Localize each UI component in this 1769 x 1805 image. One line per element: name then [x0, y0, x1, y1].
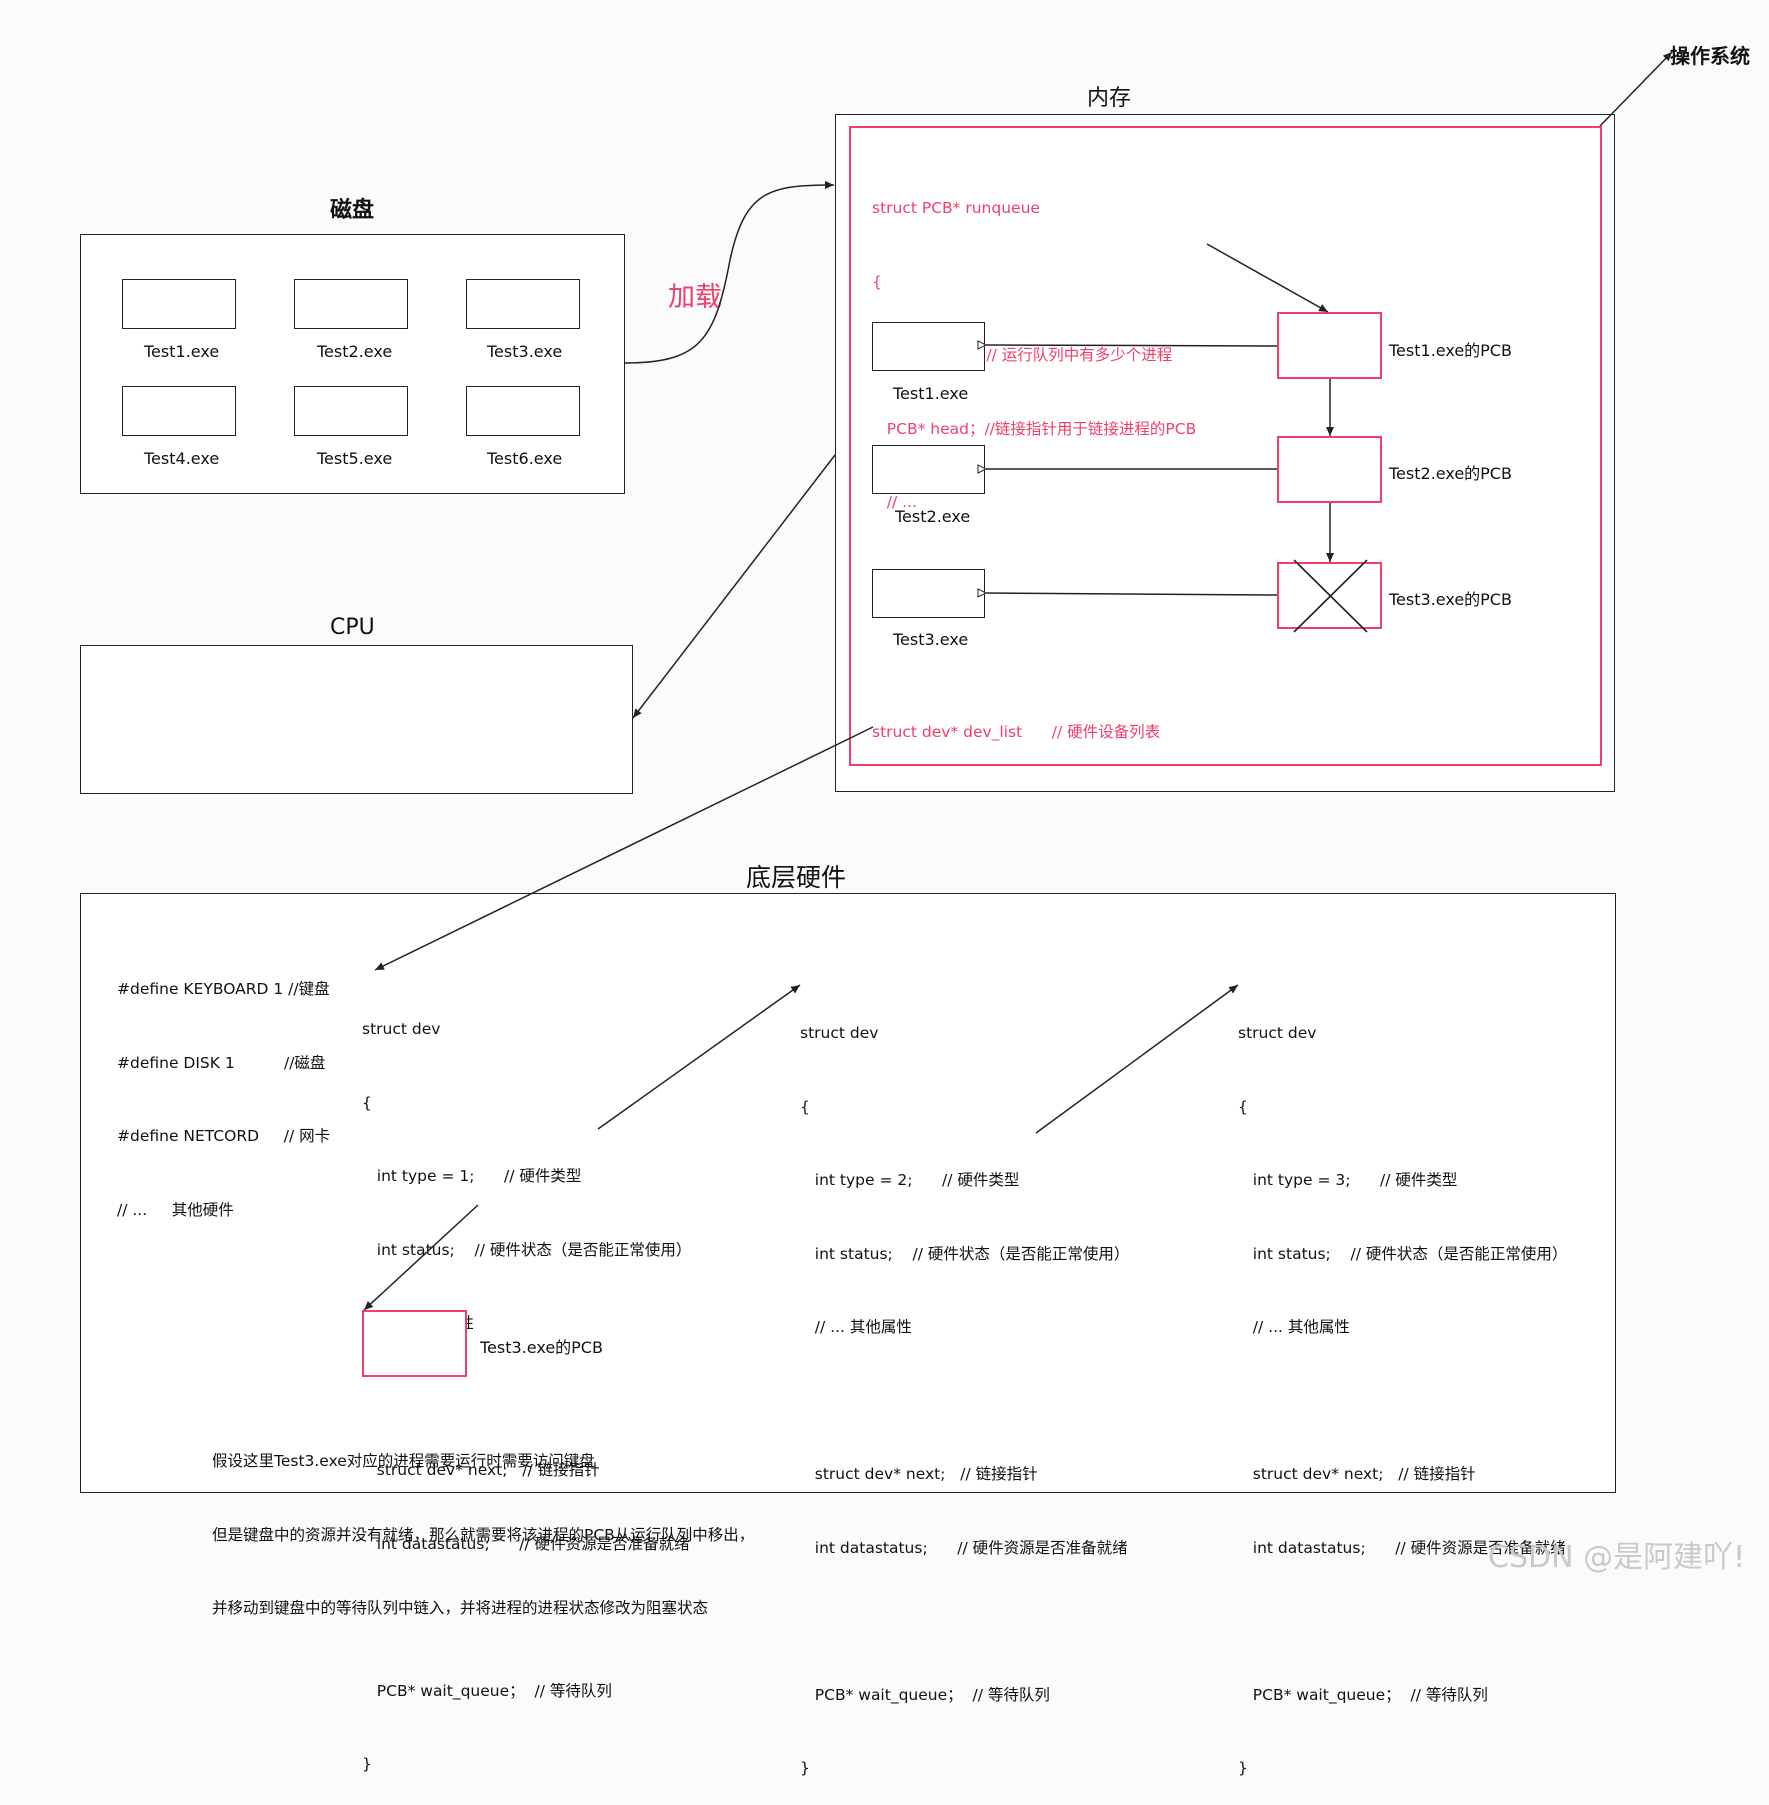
pcb-label-3: Test3.exe的PCB: [1389, 590, 1512, 609]
dev-line: int type = 1; // 硬件类型: [362, 1167, 582, 1185]
dev-line: PCB* wait_queue； // 等待队列: [800, 1685, 1050, 1704]
dev-line: {: [362, 1093, 372, 1112]
runqueue-line: // ...: [872, 493, 917, 511]
hardware-title: 底层硬件: [746, 863, 847, 892]
wait-pcb-label: Test3.exe的PCB: [480, 1338, 603, 1357]
runqueue-line: {: [872, 272, 882, 291]
dev-line: [800, 1609, 1129, 1634]
memory-to-cpu-arrow: [632, 454, 836, 719]
disk-file-label-3: Test3.exe: [487, 342, 563, 361]
runqueue-line: struct PCB* runqueue: [872, 199, 1040, 217]
disk-file-box-6: [466, 386, 580, 436]
memory-exe-label-1: Test1.exe: [893, 384, 969, 403]
dev-line: // ... 其他属性: [800, 1318, 912, 1336]
dev-line: struct dev: [800, 1024, 879, 1042]
disk-file-box-4: [122, 386, 236, 436]
pcb1-to-exe1-arrow: [986, 345, 1278, 346]
define-line: #define DISK 1 //磁盘: [117, 1053, 326, 1072]
load-label: 加载: [668, 282, 722, 313]
dev-line: {: [1238, 1097, 1248, 1116]
dev-line: {: [800, 1097, 810, 1116]
watermark: CSDN @是阿建吖!: [1488, 1540, 1746, 1575]
runqueue-line: PCB* head；//链接指针用于链接进程的PCB: [872, 419, 1197, 438]
defines-code: #define KEYBOARD 1 //键盘 #define DISK 1 /…: [117, 928, 330, 1247]
cpu-title: CPU: [330, 615, 375, 640]
connectors: [363, 51, 1673, 1311]
disk-file-box-2: [294, 279, 408, 329]
dev-line: }: [800, 1759, 810, 1777]
os-label: 操作系统: [1670, 44, 1750, 68]
dev2-to-dev3-arrow: [1035, 984, 1239, 1134]
define-line: // ... 其他硬件: [117, 1200, 234, 1219]
memory-exe-box-3: [872, 569, 985, 618]
dev-line: int datastatus; // 硬件资源是否准备就绪: [1238, 1538, 1566, 1557]
disk-file-label-4: Test4.exe: [144, 449, 220, 468]
dev-line: struct dev* next; // 链接指针: [1238, 1465, 1476, 1483]
define-line: #define KEYBOARD 1 //键盘: [117, 980, 330, 998]
waitqueue-to-pcb-arrow: [363, 1204, 479, 1311]
dev-line: struct dev: [1238, 1024, 1317, 1042]
dev-line: int status; // 硬件状态（是否能正常使用）: [800, 1244, 1130, 1263]
note-line: 但是键盘中的资源并没有就绪，那么就需要将该进程的PCB从运行队列中移出，: [212, 1525, 755, 1544]
dev-line: PCB* wait_queue； // 等待队列: [1238, 1685, 1488, 1704]
pcb-box-2: [1277, 436, 1382, 503]
dev-struct-2: struct dev { int type = 2; // 硬件类型 int s…: [800, 972, 1129, 1805]
runqueue-code: struct PCB* runqueue { int num; // 运行队列中…: [872, 147, 1196, 613]
dev-line: int status; // 硬件状态（是否能正常使用）: [1238, 1244, 1568, 1263]
dev-line: struct dev: [362, 1020, 441, 1038]
dev-line: // ... 其他属性: [1238, 1318, 1350, 1336]
define-line: #define NETCORD // 网卡: [117, 1127, 331, 1145]
disk-file-box-3: [466, 279, 580, 329]
disk-title: 磁盘: [330, 198, 375, 223]
dev-line: int type = 2; // 硬件类型: [800, 1171, 1020, 1189]
disk-file-label-2: Test2.exe: [317, 342, 393, 361]
memory-title: 内存: [1087, 86, 1132, 111]
dev-line: int datastatus; // 硬件资源是否准备就绪: [362, 1534, 690, 1553]
dev-line: int type = 3; // 硬件类型: [1238, 1171, 1458, 1189]
dev-line: int status; // 硬件状态（是否能正常使用）: [362, 1240, 692, 1259]
cpu-box: [80, 645, 633, 794]
dev-line: struct dev* next; // 链接指针: [362, 1461, 600, 1479]
disk-file-box-1: [122, 279, 236, 329]
dev-line: }: [362, 1755, 372, 1773]
memory-exe-box-1: [872, 322, 985, 371]
load-arrow: [624, 181, 835, 364]
dev-line: int datastatus; // 硬件资源是否准备就绪: [800, 1538, 1128, 1557]
hardware-box: [80, 893, 1616, 1493]
dev-line: struct dev* next; // 链接指针: [800, 1465, 1038, 1483]
dev-line: [1238, 1609, 1567, 1634]
head-to-pcb1-arrow: [1206, 243, 1329, 313]
pcb3-cross-line: [1293, 559, 1368, 633]
dev-line: PCB* wait_queue； // 等待队列: [362, 1681, 612, 1700]
pcb-label-2: Test2.exe的PCB: [1389, 464, 1512, 483]
memory-exe-box-2: [872, 445, 985, 494]
os-box: [849, 126, 1602, 766]
disk-file-label-1: Test1.exe: [144, 342, 220, 361]
wait-pcb-box: [362, 1310, 467, 1377]
pcb-box-1: [1277, 312, 1382, 379]
memory-exe-label-2: Test2.exe: [895, 507, 971, 526]
dev-line: }: [1238, 1759, 1248, 1777]
dev-list-code: struct dev* dev_list // 硬件设备列表: [872, 723, 1161, 741]
note-line: 并移动到键盘中的等待队列中链入，并将进程的进程状态修改为阻塞状态: [212, 1599, 709, 1617]
pcb-label-1: Test1.exe的PCB: [1389, 341, 1512, 360]
memory-exe-label-3: Test3.exe: [893, 630, 969, 649]
os-pointer-arrow: [1599, 51, 1673, 127]
disk-box: [80, 234, 625, 494]
disk-file-box-5: [294, 386, 408, 436]
disk-file-label-5: Test5.exe: [317, 449, 393, 468]
dev1-to-dev2-arrow: [597, 984, 801, 1130]
note-line: 假设这里Test3.exe对应的进程需要运行时需要访问键盘: [212, 1452, 595, 1470]
pcb3-to-exe3-arrow: [986, 593, 1278, 595]
disk-file-label-6: Test6.exe: [487, 449, 563, 468]
devlist-to-dev1-arrow: [374, 726, 874, 971]
